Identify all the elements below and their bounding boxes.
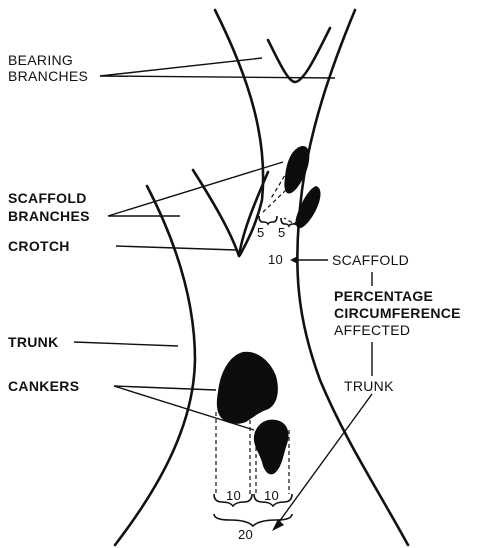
scaffold-left-value: 5 [257, 225, 265, 241]
scaffold-right-value: 5 [278, 225, 286, 241]
leader-bearing-2 [100, 76, 335, 78]
label-percentage: PERCENTAGE [334, 288, 433, 304]
canker-trunk-small [254, 420, 289, 475]
label-crotch: CROTCH [8, 238, 70, 254]
scaffold-total-value: 10 [268, 252, 283, 268]
leader-trunk-arrow [276, 394, 372, 526]
trunk-left-value: 10 [226, 488, 241, 504]
bearing-branch-notch [268, 28, 330, 82]
label-bearing-line1: BEARING [8, 52, 73, 68]
label-scaffold-measure: SCAFFOLD [332, 252, 409, 268]
leader-cankers-1 [114, 386, 216, 390]
arrowhead-scaffold [290, 256, 298, 264]
label-scaffold-line1: SCAFFOLD [8, 190, 87, 206]
brace-scaffold-left [259, 216, 277, 224]
trunk-total-value: 20 [238, 527, 253, 543]
trunk-right-value: 10 [264, 488, 279, 504]
canker-trunk-large [217, 352, 278, 424]
label-circumference: CIRCUMFERENCE [334, 305, 461, 321]
label-trunk: TRUNK [8, 334, 59, 350]
dash-scaffold-a1 [262, 190, 286, 213]
label-affected: AFFECTED [334, 322, 410, 338]
canker-scaffold-upper [284, 146, 309, 194]
leader-bearing-1 [100, 58, 262, 76]
leader-scaffold-1 [108, 162, 283, 216]
label-cankers: CANKERS [8, 378, 79, 394]
label-scaffold-line2: BRANCHES [8, 208, 90, 224]
trunk-right-outline [297, 10, 408, 545]
leader-trunk [74, 342, 178, 346]
crotch-line-right [239, 172, 268, 256]
label-bearing-line2: BRANCHES [8, 68, 88, 84]
trunk-left-lower-outline [115, 186, 195, 545]
label-trunk-measure: TRUNK [344, 378, 394, 394]
